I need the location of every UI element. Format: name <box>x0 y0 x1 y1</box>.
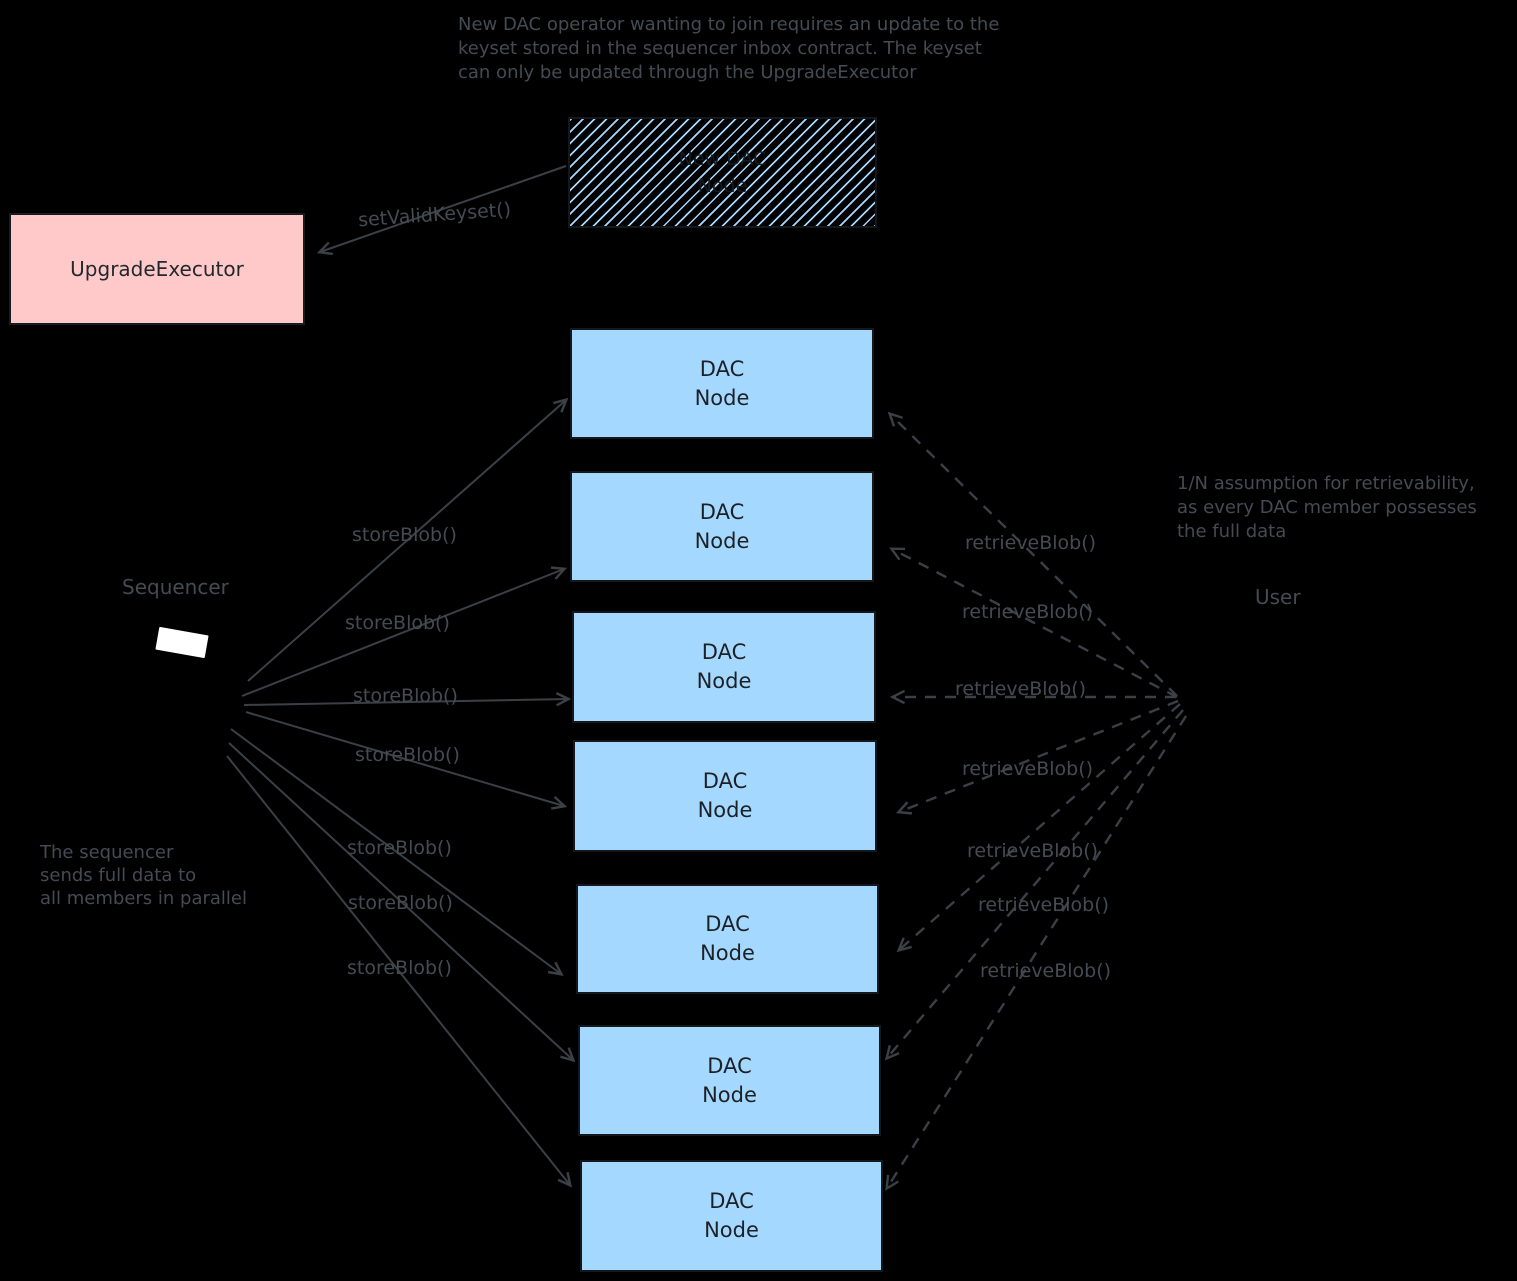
keyset-update-note: New DAC operator wanting to join require… <box>458 13 999 85</box>
retrievability-note: 1/N assumption for retrievability, as ev… <box>1177 472 1477 544</box>
store-blob-arrow-2 <box>241 569 564 697</box>
user-label: User <box>1255 585 1301 609</box>
store-blob-arrow-5 <box>230 728 561 974</box>
sequencer-label: Sequencer <box>122 575 229 599</box>
retrieve-blob-arrow-4 <box>899 699 1179 812</box>
retrieve-blob-label-4: retrieveBlob() <box>962 758 1094 780</box>
keyset-update-note-line1: New DAC operator wanting to join require… <box>458 14 1000 35</box>
dac-node-label: Node <box>697 798 753 822</box>
store-blob-arrow-7 <box>226 755 570 1185</box>
retrieve-blob-label-5: retrieveBlob() <box>967 840 1099 862</box>
retrieve-blob-arrow-6 <box>887 709 1184 1058</box>
dac-node-label: Node <box>702 1082 757 1107</box>
store-blob-arrow-4 <box>245 711 564 806</box>
keyset-update-note-line2: keyset stored in the sequencer inbox con… <box>458 38 982 59</box>
store-blob-arrow-6 <box>228 742 573 1060</box>
retrieve-blob-label-7: retrieveBlob() <box>980 960 1112 982</box>
store-blob-label-7: storeBlob() <box>347 957 452 979</box>
set-valid-keyset-arrow <box>320 165 567 252</box>
new-dac-node-label-line1: New DAC <box>678 147 767 170</box>
dac-node-box-5: DAC Node <box>576 884 879 994</box>
keyset-update-note-line3: can only be updated through the UpgradeE… <box>458 62 917 83</box>
retrieve-blob-arrow-1 <box>890 414 1178 697</box>
parallel-send-note: The sequencer sends full data to all mem… <box>40 841 247 910</box>
dac-node-box-2: DAC Node <box>570 471 874 582</box>
retrieve-blob-label-6: retrieveBlob() <box>978 894 1110 916</box>
retrievability-note-line1: 1/N assumption for retrievability, <box>1177 473 1475 494</box>
retrieve-blob-arrow-5 <box>899 703 1181 950</box>
dac-node-label: DAC <box>705 912 750 936</box>
dac-node-label: DAC <box>699 356 745 381</box>
dac-node-label: Node <box>700 941 755 965</box>
dac-node-box-4: DAC Node <box>573 740 877 852</box>
dac-node-label: Node <box>694 385 750 410</box>
store-blob-label-4: storeBlob() <box>355 744 460 766</box>
upgrade-executor-label: UpgradeExecutor <box>70 257 244 281</box>
dac-node-box-6: DAC Node <box>578 1025 881 1136</box>
new-dac-node-label-line2: Node <box>697 174 748 197</box>
store-blob-label-1: storeBlob() <box>352 524 457 546</box>
dac-node-label: DAC <box>699 499 745 524</box>
store-blob-label-2: storeBlob() <box>345 612 450 634</box>
dac-node-label: DAC <box>709 1189 754 1213</box>
dac-node-label: Node <box>694 528 750 553</box>
dac-node-box-3: DAC Node <box>572 611 876 723</box>
retrievability-note-line2: as every DAC member possesses <box>1177 497 1477 518</box>
store-blob-label-3: storeBlob() <box>353 685 458 707</box>
retrieve-blob-label-2: retrieveBlob() <box>962 601 1094 623</box>
dac-node-box-1: DAC Node <box>570 328 874 439</box>
store-blob-label-5: storeBlob() <box>347 837 452 859</box>
retrieve-blob-label-3: retrieveBlob() <box>955 678 1087 700</box>
retrieve-blob-arrow-7 <box>887 715 1188 1188</box>
store-blob-arrow-1 <box>247 400 566 682</box>
dac-node-label: Node <box>696 669 752 693</box>
new-dac-node-box: New DAC Node <box>568 117 877 228</box>
parallel-send-note-line2: sends full data to <box>40 865 197 886</box>
retrieve-blob-arrow-2 <box>892 549 1178 699</box>
store-blob-label-6: storeBlob() <box>348 892 453 914</box>
parallel-send-note-line1: The sequencer <box>40 842 174 863</box>
dac-node-label: DAC <box>707 1053 752 1078</box>
upgrade-executor-box: UpgradeExecutor <box>9 213 305 325</box>
dac-node-label: DAC <box>701 640 747 664</box>
retrieve-blob-label-1: retrieveBlob() <box>965 532 1097 554</box>
store-blob-arrow-3 <box>243 699 568 705</box>
dac-node-label: Node <box>704 1218 759 1242</box>
dac-node-label: DAC <box>702 769 748 793</box>
parallel-send-note-line3: all members in parallel <box>40 888 247 909</box>
dac-node-box-7: DAC Node <box>580 1160 883 1272</box>
retrievability-note-line3: the full data <box>1177 521 1287 542</box>
